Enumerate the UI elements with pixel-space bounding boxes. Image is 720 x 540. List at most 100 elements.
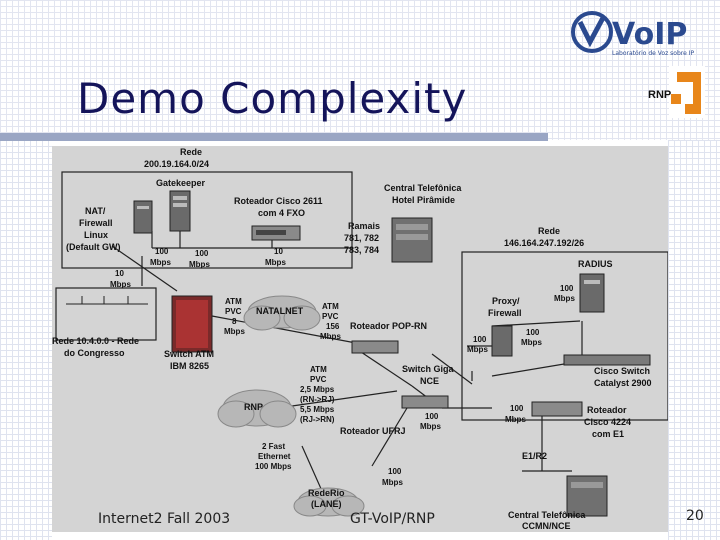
- atm-pvc-ufrj-label-2: PVC: [310, 375, 327, 384]
- voip-logo: VoIP Laboratório de Voz sobre IP: [571, 11, 694, 57]
- nat-label-4: (Default GW): [66, 242, 121, 252]
- switch-giga-label-1: Switch Giga: [402, 364, 455, 374]
- rnp-cloud-label: RNP: [244, 402, 263, 412]
- bw-10-b-2: Mbps: [110, 280, 131, 289]
- roteador-4224-label-2: Cisco 4224: [584, 417, 631, 427]
- rede-right-label-1: Rede: [538, 226, 560, 236]
- atm-pvc-ufrj-label-4: (RN->RJ): [300, 395, 335, 404]
- atm-pvc-ufrj-label-1: ATM: [310, 365, 327, 374]
- bw-100-proxy-1: 100: [526, 328, 540, 337]
- switch-atm-label-2: IBM 8265: [170, 361, 209, 371]
- rnp-cloud-icon: [217, 389, 297, 428]
- logo-tagline: Laboratório de Voz sobre IP: [612, 50, 694, 57]
- cisco-catalyst-switch-icon: [563, 354, 651, 366]
- bw-100-rederio-2: Mbps: [382, 478, 403, 487]
- ramais-label-1: Ramais: [348, 221, 380, 231]
- ramais-label-2: 781, 782: [344, 233, 379, 243]
- rede-top-label-2: 200.19.164.0/24: [144, 159, 209, 169]
- rederio-label-2: (LANE): [311, 499, 342, 509]
- atm-pvc156-label-4: Mbps: [320, 332, 341, 341]
- radius-server-icon: [579, 273, 605, 313]
- bw-10-b-1: 10: [115, 269, 124, 278]
- connection-lines: [111, 231, 613, 492]
- lan-congresso-box: [55, 287, 157, 341]
- fast-eth-label-3: 100 Mbps: [255, 462, 292, 471]
- cisco-switch-label-1: Cisco Switch: [594, 366, 650, 376]
- bw-100-ufrj-1: 100: [425, 412, 439, 421]
- rnp-logo-text: RNP: [648, 89, 671, 101]
- rederio-cloud-icon: [293, 487, 365, 517]
- atm-pvc8-label-2: PVC: [225, 307, 242, 316]
- network-diagram-svg: Rede 200.19.164.0/24 Gatekeeper NAT/ Fir…: [52, 147, 668, 531]
- rede-top-label-1: Rede: [180, 147, 202, 157]
- roteador-cisco-label-2: com 4 FXO: [258, 208, 305, 218]
- nat-label-1: NAT/: [85, 206, 106, 216]
- background-grid-left: [0, 140, 52, 540]
- network-diagram: Rede 200.19.164.0/24 Gatekeeper NAT/ Fir…: [52, 146, 668, 532]
- central-hotel-pbx-icon: [391, 217, 433, 263]
- ibm-atm-switch-icon: [171, 295, 213, 353]
- rede-congresso-label-2: do Congresso: [64, 348, 125, 358]
- footer-event: Internet2 Fall 2003: [98, 511, 231, 527]
- natalnet-cloud-icon: [243, 295, 321, 331]
- lan-right-box: [461, 251, 668, 421]
- roteador-pop-label: Roteador POP-RN: [350, 321, 427, 331]
- proxy-firewall-server-icon: [491, 325, 513, 357]
- atm-pvc8-label-4: Mbps: [224, 327, 245, 336]
- central-ccmn-pbx-icon: [566, 475, 608, 517]
- bw-100-pop-1: 100: [473, 335, 487, 344]
- bw-100-rederio-1: 100: [388, 467, 402, 476]
- bw-100-a-1: 100: [155, 247, 169, 256]
- central-hotel-label-1: Central Telefônica: [384, 183, 462, 193]
- roteador-ufrj-label: Roteador UFRJ: [340, 426, 406, 436]
- bw-100-cisco4224-1: 100: [510, 404, 524, 413]
- atm-pvc156-label-2: PVC: [322, 312, 339, 321]
- title-underline: [0, 133, 548, 141]
- atm-pvc156-label-1: ATM: [322, 302, 339, 311]
- central-ccmn-label-1: Central Telefônica: [508, 510, 586, 520]
- bw-100-ufrj-2: Mbps: [420, 422, 441, 431]
- atm-pvc8-label-1: ATM: [225, 297, 242, 306]
- ramais-label-3: 783, 784: [344, 245, 379, 255]
- bw-100-proxy-2: Mbps: [521, 338, 542, 347]
- central-hotel-label-2: Hotel Pirâmide: [392, 195, 455, 205]
- cisco-switch-label-2: Catalyst 2900: [594, 378, 652, 388]
- bw-100-pop-2: Mbps: [467, 345, 488, 354]
- logo-brand: VoIP: [612, 17, 687, 52]
- rede-right-label-2: 146.164.247.192/26: [504, 238, 584, 248]
- fast-eth-label-1: 2 Fast: [262, 442, 285, 451]
- roteador-4224-label-3: com E1: [592, 429, 624, 439]
- proxy-label-2: Firewall: [488, 308, 522, 318]
- atm-pvc-ufrj-label-6: (RJ->RN): [300, 415, 335, 424]
- proxy-label-1: Proxy/: [492, 296, 520, 306]
- e1r2-label: E1/R2: [522, 451, 547, 461]
- roteador-4224-label-1: Roteador: [587, 405, 627, 415]
- background-grid-right: [668, 140, 720, 540]
- atm-pvc156-label-3: 156: [326, 322, 340, 331]
- cisco-4224-router-icon: [531, 401, 583, 417]
- slide-title: Demo Complexity: [77, 74, 468, 123]
- rnp-logo: RNP: [648, 66, 705, 118]
- bw-100-a-2: Mbps: [150, 258, 171, 267]
- gatekeeper-label: Gatekeeper: [156, 178, 206, 188]
- pop-rn-router-icon: [351, 340, 399, 354]
- switch-giga-label-2: NCE: [420, 376, 439, 386]
- bw-100-radius-2: Mbps: [554, 294, 575, 303]
- bw-10-a-1: 10: [274, 247, 283, 256]
- nat-label-2: Firewall: [79, 218, 113, 228]
- atm-pvc8-label-3: 8: [232, 317, 237, 326]
- rederio-label-1: RedeRio: [308, 488, 345, 498]
- atm-pvc-ufrj-label-5: 5,5 Mbps: [300, 405, 335, 414]
- bw-100-b-2: Mbps: [189, 260, 210, 269]
- page-number: 20: [686, 508, 704, 524]
- radius-label: RADIUS: [578, 259, 613, 269]
- rede-congresso-label-1: Rede 10.4.0.0 - Rede: [52, 336, 139, 346]
- bw-100-radius-1: 100: [560, 284, 574, 293]
- atm-pvc-ufrj-label-3: 2,5 Mbps: [300, 385, 335, 394]
- fast-eth-label-2: Ethernet: [258, 452, 291, 461]
- bw-100-b-1: 100: [195, 249, 209, 258]
- central-ccmn-label-2: CCMN/NCE: [522, 521, 571, 531]
- natalnet-label: NATALNET: [256, 306, 304, 316]
- nat-label-3: Linux: [84, 230, 108, 240]
- lan-top-box: [61, 171, 353, 269]
